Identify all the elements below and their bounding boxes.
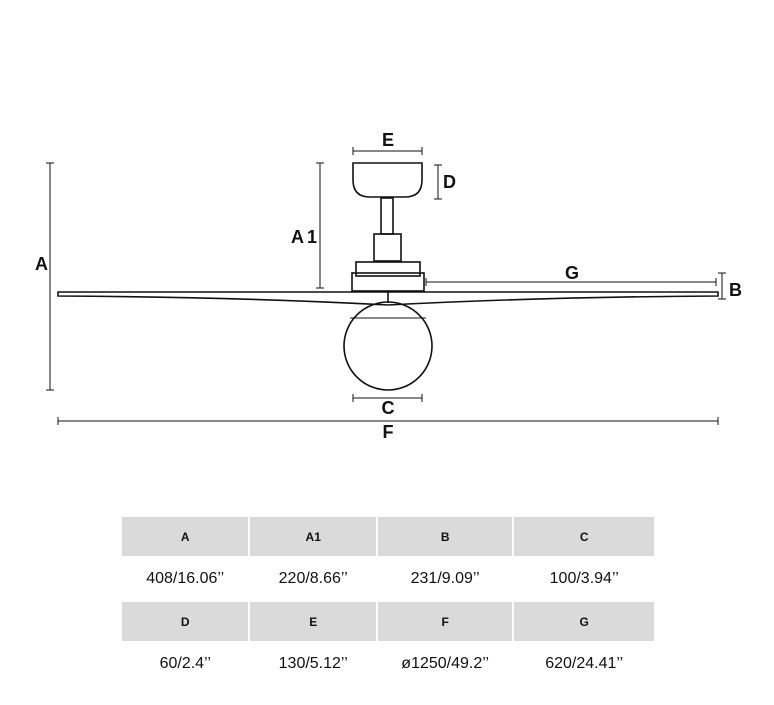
dim-label-a1: A1 xyxy=(291,227,320,247)
table-header-row: A A1 B C xyxy=(122,517,654,556)
dim-label-d: D xyxy=(443,172,456,192)
dim-label-a: A xyxy=(35,254,48,274)
table-header-cell: A xyxy=(122,517,249,556)
table-header-cell: F xyxy=(377,602,513,641)
table-header-cell: D xyxy=(122,602,249,641)
table-header-cell: A1 xyxy=(250,517,376,556)
table-header-row: D E F G xyxy=(122,602,654,641)
dim-label-g: G xyxy=(565,263,579,283)
dimensions-table: A A1 B C 408/16.06’’ 220/8.66’’ 231/9.09… xyxy=(120,517,656,687)
table-header-cell: C xyxy=(514,517,654,556)
downrod xyxy=(380,197,394,235)
dim-label-b: B xyxy=(729,280,742,300)
table-value-row: 60/2.4’’ 130/5.12’’ ø1250/49.2’’ 620/24.… xyxy=(122,641,654,687)
table-value-cell: 408/16.06’’ xyxy=(146,570,225,587)
table-value-cell: 60/2.4’’ xyxy=(159,655,211,672)
table-value-cell: 100/3.94’’ xyxy=(549,570,619,587)
fan-blade xyxy=(57,291,719,306)
ceiling-fan-dimension-diagram: E D A1 A G B C F xyxy=(35,130,742,442)
motor-coupling xyxy=(373,233,402,262)
table-header-cell: B xyxy=(377,517,513,556)
table-value-cell: 231/9.09’’ xyxy=(410,570,480,587)
dim-label-e: E xyxy=(382,130,394,150)
motor-housing xyxy=(355,261,421,277)
table-value-cell: ø1250/49.2’’ xyxy=(401,655,490,672)
table-header-cell: G xyxy=(514,602,654,641)
dim-label-c: C xyxy=(382,398,395,418)
dim-label-f: F xyxy=(383,422,394,442)
table-value-cell: 620/24.41’’ xyxy=(545,655,624,672)
table-header-cell: E xyxy=(250,602,376,641)
globe-light xyxy=(343,301,433,391)
table-value-cell: 220/8.66’’ xyxy=(278,570,348,587)
motor-base xyxy=(351,272,425,292)
canopy xyxy=(352,162,423,198)
table-value-cell: 130/5.12’’ xyxy=(278,655,348,672)
table-value-row: 408/16.06’’ 220/8.66’’ 231/9.09’’ 100/3.… xyxy=(122,556,654,602)
